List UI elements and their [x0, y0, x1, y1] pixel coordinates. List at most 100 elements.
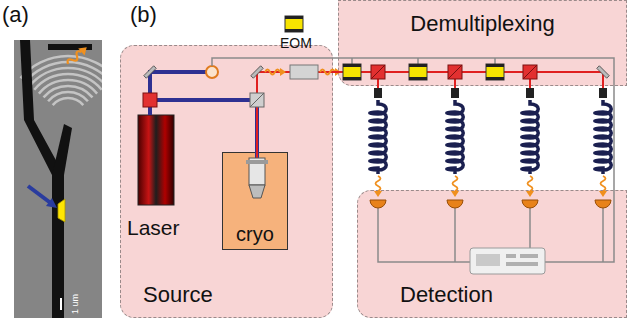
source-optics — [265, 68, 286, 76]
grating — [25, 62, 102, 82]
fiber-coupler — [374, 88, 607, 98]
waveguide — [48, 44, 92, 50]
sem-image — [14, 40, 102, 318]
time-tagger — [506, 262, 538, 266]
waveguide — [20, 40, 92, 318]
fiber-lines — [595, 100, 612, 174]
grating — [21, 56, 103, 78]
waveguide — [52, 175, 64, 318]
grating — [48, 92, 88, 101]
detection-panel: Detection — [357, 190, 627, 318]
grating — [44, 86, 93, 97]
component-label-holder: Laser — [127, 216, 180, 240]
panel-letter-holder: (a) — [2, 2, 29, 27]
component-label: EOM — [280, 35, 312, 51]
source-optics — [320, 68, 341, 76]
waveguide — [52, 124, 72, 175]
signal-wire — [613, 86, 615, 190]
fiber-lines — [370, 88, 612, 197]
demultiplexing-optics — [448, 65, 462, 79]
source-optics — [251, 66, 263, 78]
detection-hardware — [522, 200, 538, 208]
demultiplexing-optics — [597, 66, 609, 78]
source-optics — [138, 65, 341, 205]
waveplate — [206, 66, 218, 78]
time-tagger — [476, 254, 500, 266]
demultiplexing-optics — [212, 58, 614, 88]
fiber-lines — [374, 176, 382, 197]
fiber-coupler — [599, 88, 607, 98]
time-tagger — [470, 248, 545, 274]
detection-hardware — [447, 200, 463, 208]
beam-splitter — [250, 93, 264, 107]
signal-wire — [378, 190, 614, 262]
fiber-lines — [447, 100, 464, 174]
fiber-coupler — [451, 88, 459, 98]
filter-box — [290, 65, 318, 79]
demultiplexing-optics — [523, 65, 537, 79]
node-title: Detection — [400, 282, 493, 307]
emission-arrow — [65, 44, 90, 68]
source-optics — [250, 93, 264, 107]
demultiplexing-optics — [523, 65, 537, 79]
source-optics — [143, 93, 157, 107]
eom-key-icon — [285, 16, 303, 32]
objective — [249, 158, 265, 185]
excitation-arrow — [28, 186, 50, 203]
grating — [34, 74, 101, 90]
control-wire — [212, 58, 614, 86]
component-label-holder: EOM — [280, 34, 312, 52]
scale-label-holder: 1 um — [64, 294, 82, 314]
scale-bar — [60, 298, 62, 310]
component-label: Laser — [127, 216, 180, 239]
fiber-coupler — [526, 88, 534, 98]
grating — [39, 80, 97, 94]
panel-letter: (a) — [2, 2, 29, 27]
fiber-lines — [370, 100, 387, 174]
fiber-lines — [526, 176, 534, 197]
waveguide — [20, 40, 64, 175]
quantum-dot — [58, 199, 65, 222]
node-title: cryo — [236, 223, 274, 246]
demultiplexing-optics — [486, 64, 504, 80]
excitation-arrow — [46, 198, 57, 208]
time-tagger — [506, 254, 516, 258]
fiber-lines — [599, 176, 607, 197]
demultiplexing-optics — [409, 64, 427, 80]
panel-letter: (b) — [130, 2, 157, 27]
excitation-arrow — [28, 186, 57, 208]
detection-hardware — [370, 200, 386, 208]
grating — [30, 68, 102, 86]
scale-label: 1 um — [70, 294, 80, 314]
detection-hardware — [370, 190, 614, 274]
laser-beam — [150, 72, 257, 158]
objective — [246, 158, 268, 198]
optical-beam — [333, 71, 338, 73]
demultiplexing-panel: Demultiplexing — [338, 0, 627, 86]
emission-beam — [338, 72, 603, 88]
grating — [21, 56, 103, 105]
panel-letter-holder: (b) — [130, 2, 157, 27]
detection-hardware — [595, 200, 611, 208]
demultiplexing-optics — [371, 65, 385, 79]
fiber-coupler — [374, 88, 382, 98]
node-title: Demultiplexing — [410, 11, 554, 36]
node-title: Source — [143, 282, 213, 307]
objective — [246, 160, 268, 164]
time-tagger — [520, 254, 538, 258]
fiber-lines — [451, 176, 459, 197]
source-panel: cryoSource — [120, 45, 333, 318]
laser-body — [138, 115, 174, 205]
demultiplexing-optics — [371, 65, 385, 79]
emission-beam — [257, 72, 333, 158]
source-optics — [144, 66, 156, 78]
objective — [249, 185, 265, 198]
grating — [53, 98, 84, 105]
time-tagger — [470, 248, 545, 274]
demultiplexing-optics — [448, 65, 462, 79]
fiber-lines — [522, 100, 539, 174]
